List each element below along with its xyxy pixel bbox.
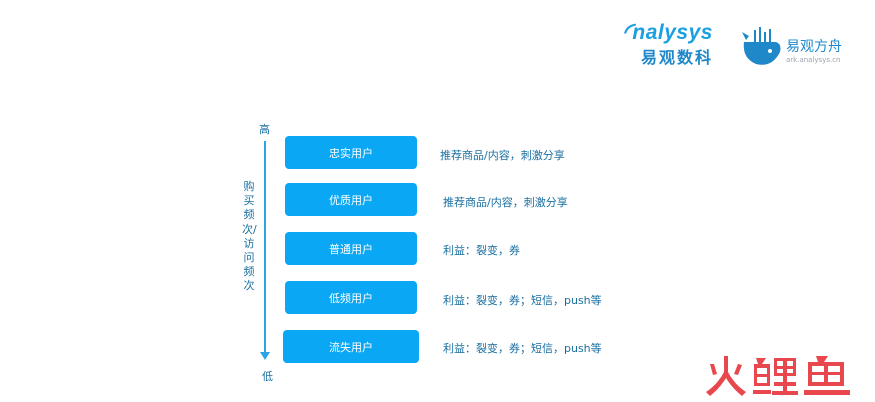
analysys-logo-wordmark: ◜nalysys <box>623 18 713 44</box>
analysys-logo: ◜nalysys 易观数科 <box>623 18 723 68</box>
axis-arrow-icon <box>260 352 270 360</box>
tier-desc-quality: 推荐商品/内容，刺激分享 <box>443 196 568 209</box>
watermark-logo <box>704 352 854 402</box>
tier-box-churned: 流失用户 <box>283 330 419 363</box>
axis-low-label: 低 <box>262 370 273 383</box>
analysys-logo-a-mark: ◜ <box>623 18 633 44</box>
tier-box-quality: 优质用户 <box>285 183 417 216</box>
ark-logo: 易观方舟 ark.analysys.cn <box>740 24 860 70</box>
axis-title: 购买频次/访问频次 <box>242 180 257 293</box>
watermark-glyphs <box>706 356 850 396</box>
tier-box-low-frequency: 低频用户 <box>285 281 417 314</box>
whale-icon <box>742 27 781 65</box>
axis-line <box>264 141 266 354</box>
tier-desc-normal: 利益：裂变，券 <box>443 244 520 257</box>
analysys-logo-cn: 易观数科 <box>641 48 714 67</box>
ark-logo-url: ark.analysys.cn <box>786 56 841 64</box>
ark-logo-cn: 易观方舟 <box>786 39 842 55</box>
tier-desc-loyal: 推荐商品/内容，刺激分享 <box>440 149 565 162</box>
tier-box-normal: 普通用户 <box>285 232 417 265</box>
axis-high-label: 高 <box>259 123 270 136</box>
tier-desc-churned: 利益：裂变，券；短信，push等 <box>443 342 602 355</box>
tier-desc-low-frequency: 利益：裂变，券；短信，push等 <box>443 294 602 307</box>
tier-box-loyal: 忠实用户 <box>285 136 417 169</box>
